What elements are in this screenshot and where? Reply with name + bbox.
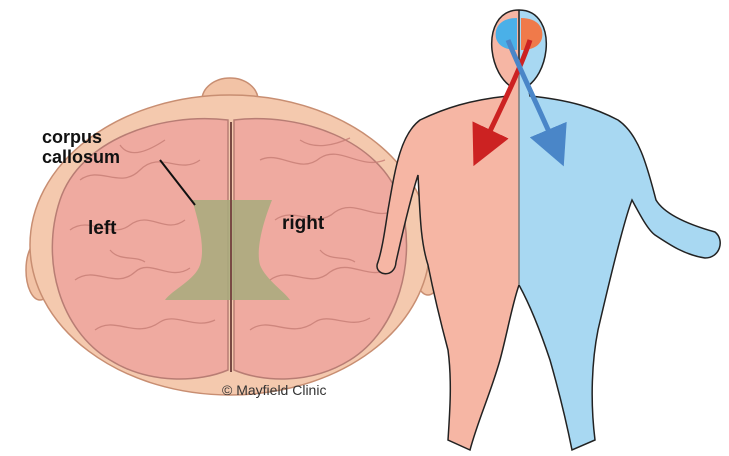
copyright-credit: © Mayfield Clinic	[222, 382, 326, 398]
body-right-side	[519, 10, 720, 450]
callosum-label: callosum	[42, 148, 120, 166]
corpus-label: corpus	[42, 128, 102, 146]
body-left-side	[377, 10, 519, 450]
left-hemisphere-label: left	[88, 219, 117, 238]
right-hemisphere-label: right	[282, 214, 324, 233]
human-figure	[377, 10, 720, 450]
